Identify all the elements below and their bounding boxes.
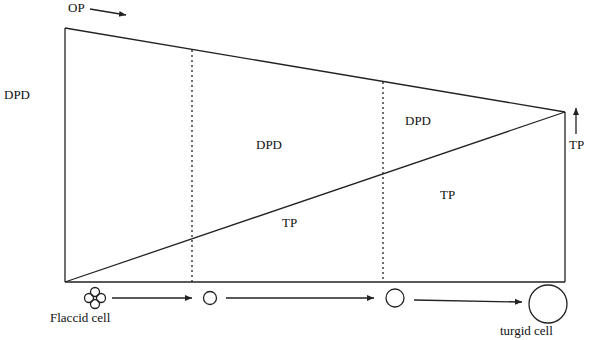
growth-arrow [226, 297, 374, 298]
base-line [65, 281, 565, 282]
op-line [65, 28, 565, 112]
axis-label: TP [569, 138, 584, 152]
tp-line [65, 112, 565, 282]
region-label: DPD [256, 138, 282, 152]
op-arrow [90, 9, 126, 15]
stage-divider [382, 82, 383, 282]
axis-label: DPD [4, 88, 30, 102]
stage-divider [191, 50, 192, 282]
flaccid-cell-icon [85, 288, 106, 309]
turgid-cell-circle [529, 285, 567, 323]
axis-label: OP [68, 1, 85, 15]
cell-label: Flaccid cell [50, 311, 110, 325]
tp-arrow [575, 108, 576, 134]
region-label: TP [440, 188, 455, 202]
left-axis [64, 28, 65, 282]
right-axis [564, 112, 565, 282]
growth-arrow [112, 297, 192, 298]
growth-arrow [414, 300, 522, 302]
cell-circle [386, 289, 404, 307]
region-label: TP [282, 216, 297, 230]
region-label: DPD [405, 114, 431, 128]
cell-label: turgid cell [500, 324, 553, 338]
cell-circle [204, 292, 217, 305]
